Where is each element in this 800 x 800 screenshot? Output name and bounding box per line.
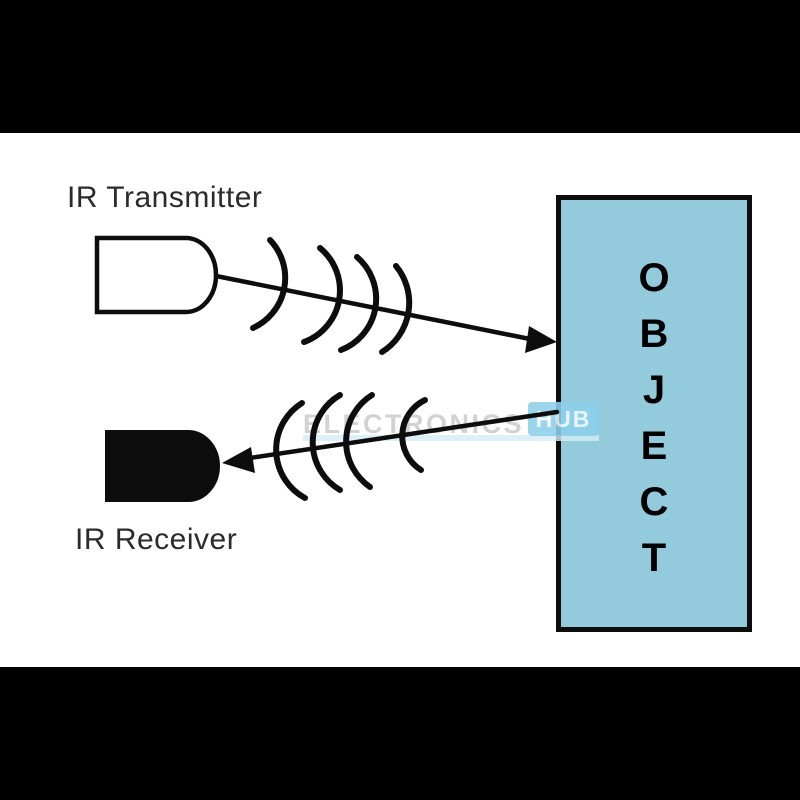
ir-sensor-diagram: O B J E C T ELECTRONICS HUB IR Tr (0, 133, 800, 667)
transmit-arrowhead-icon (525, 326, 557, 353)
ir-transmitter-label: IR Transmitter (67, 181, 263, 214)
transmit-wave-arc (250, 237, 289, 331)
reflected-wave-arc (273, 400, 308, 501)
ir-receiver-label: IR Receiver (75, 523, 238, 556)
receive-arrowhead-icon (222, 447, 255, 473)
watermark-badge: HUB (528, 402, 599, 436)
reflected-wave-arc (309, 392, 343, 493)
transmit-wave-arc (301, 245, 343, 345)
letterbox-bar-bottom (0, 667, 800, 800)
letterbox-bar-top (0, 0, 800, 133)
transmit-wave-arc (338, 254, 380, 353)
object-letter: J (642, 368, 666, 412)
reflected-wave-arc (399, 397, 428, 473)
watermark-underline (303, 435, 599, 441)
object-letter: B (639, 312, 669, 356)
reflected-wave-arc (343, 392, 375, 490)
ir-receiver-icon (105, 430, 220, 502)
ir-transmitter-icon (94, 235, 219, 315)
diagram-graphics (94, 235, 560, 502)
object-letter: T (641, 536, 667, 580)
object-letter: E (640, 424, 668, 468)
object-label: O B J E C T (556, 250, 752, 586)
object-letter: O (638, 256, 670, 300)
object-letter: C (639, 480, 669, 524)
transmit-wave-arc (379, 263, 413, 355)
